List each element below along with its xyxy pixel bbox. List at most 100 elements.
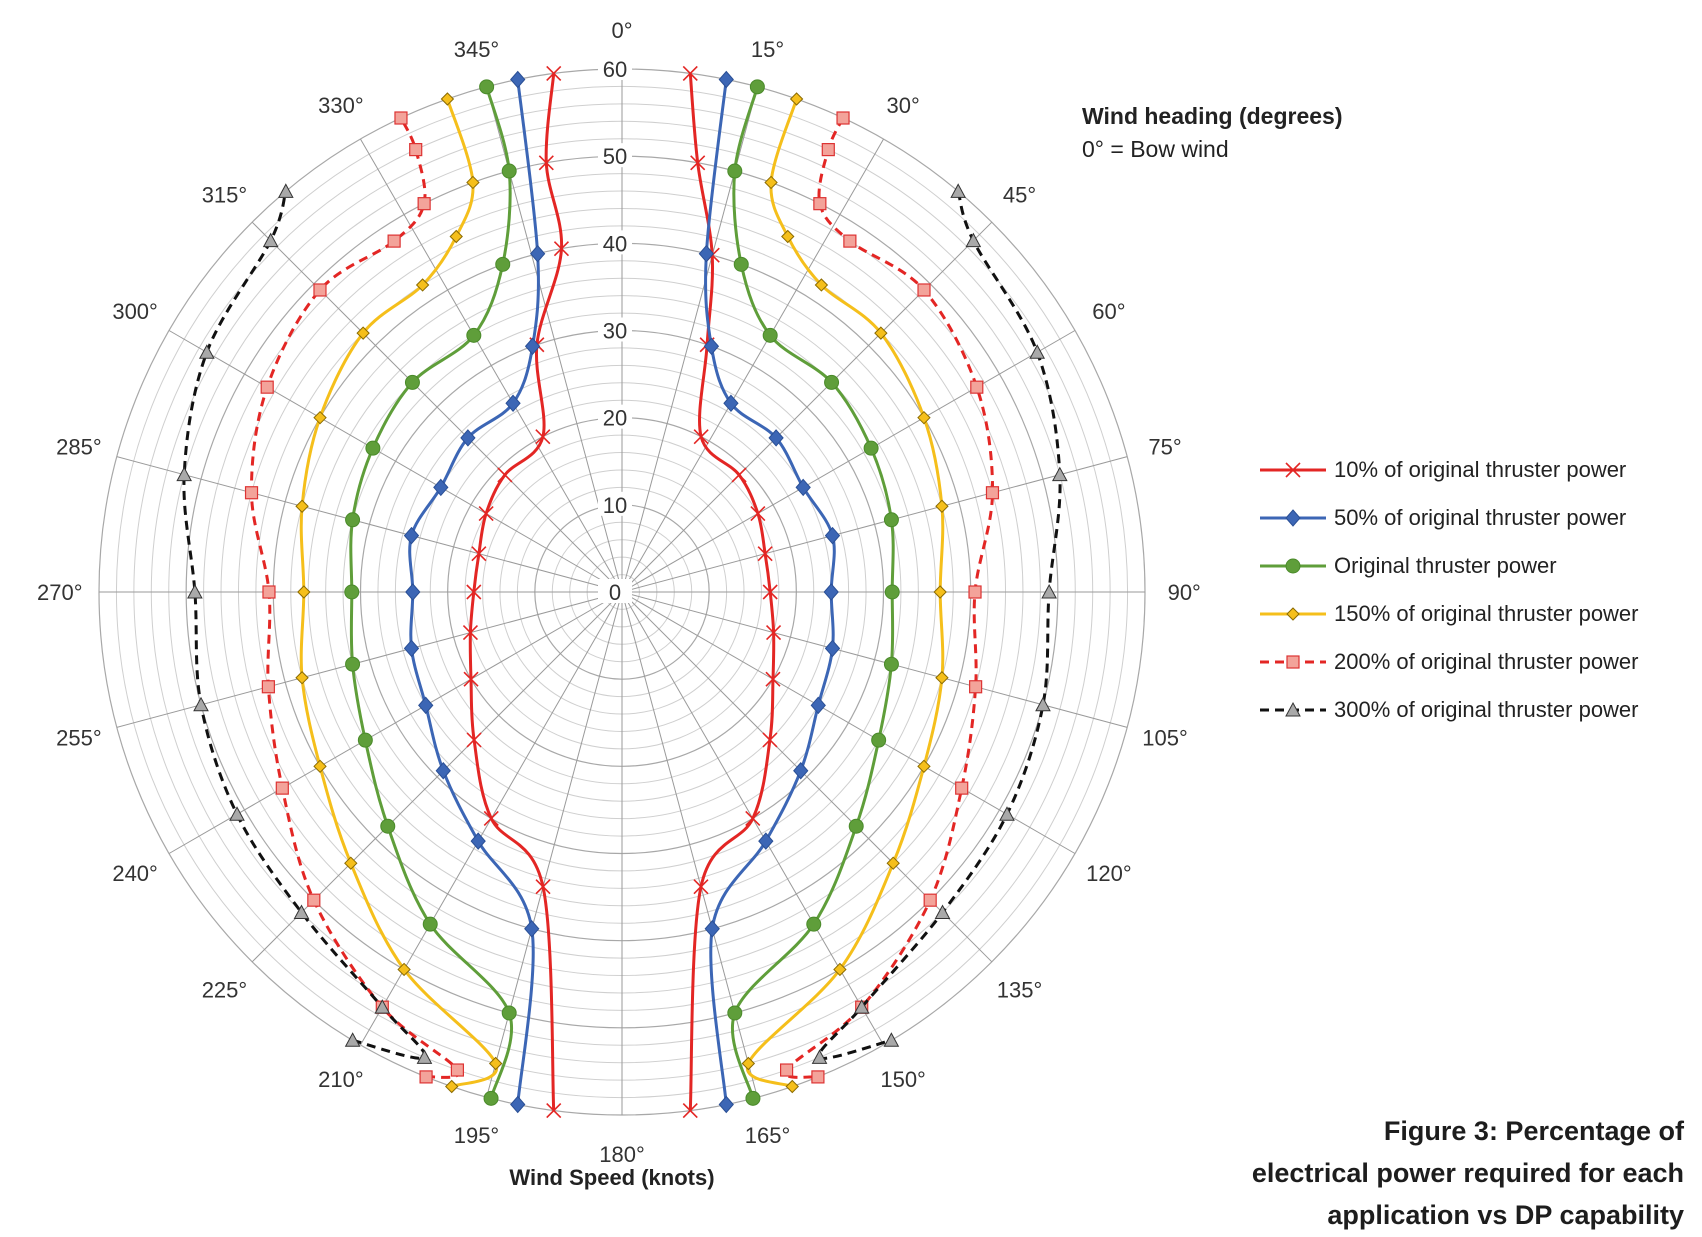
angle-tick-label: 105° — [1142, 726, 1188, 751]
legend-item: 150% of original thruster power — [1258, 590, 1639, 638]
radial-spoke — [621, 330, 1076, 593]
circle-marker — [727, 163, 743, 179]
radial-spoke — [621, 591, 1128, 728]
diamond-marker — [403, 639, 420, 658]
square-marker — [970, 380, 984, 394]
square-marker — [387, 234, 401, 248]
diamond-marker — [917, 759, 931, 774]
angle-tick-label: 150° — [880, 1067, 926, 1092]
x-marker — [466, 732, 482, 748]
legend-swatch — [1260, 655, 1326, 669]
diamond-marker — [781, 229, 795, 244]
x-marker — [478, 505, 494, 522]
diamond-marker — [505, 394, 521, 413]
legend-item: 300% of original thruster power — [1258, 686, 1639, 734]
square-marker — [244, 486, 259, 500]
diamond-marker — [313, 759, 327, 774]
diamond-marker — [698, 244, 715, 263]
diamond-marker — [297, 585, 311, 599]
diamond-marker — [917, 410, 931, 425]
square-marker — [307, 893, 321, 907]
angle-tick-label: 60° — [1092, 299, 1125, 324]
x-marker — [538, 155, 554, 171]
radial-tick-label: 30 — [603, 319, 627, 344]
radial-tick-label: 10 — [603, 493, 627, 518]
angle-tick-label: 210° — [318, 1067, 364, 1092]
x-marker — [750, 505, 766, 522]
diamond-marker — [886, 856, 900, 870]
legend-item: 50% of original thruster power — [1258, 494, 1639, 542]
x-marker — [1285, 462, 1301, 478]
diamond-marker — [824, 526, 841, 545]
triangle-marker — [853, 999, 870, 1014]
x-marker — [535, 879, 551, 895]
triangle-marker — [198, 344, 215, 359]
series-line — [468, 73, 564, 1111]
diamond-marker — [723, 394, 739, 413]
triangle-marker — [374, 999, 391, 1014]
triangle-marker — [187, 583, 203, 599]
square-marker — [1286, 655, 1300, 669]
triangle-marker — [416, 1049, 433, 1064]
square-marker — [779, 1063, 794, 1077]
circle-marker — [727, 1005, 743, 1021]
legend-item: 10% of original thruster power — [1258, 446, 1639, 494]
diamond-marker — [814, 278, 829, 292]
square-marker — [836, 111, 850, 125]
circle-marker — [745, 1090, 761, 1106]
circle-marker — [749, 79, 765, 95]
x-marker — [546, 65, 562, 82]
series-line — [349, 86, 513, 1099]
circle-marker — [483, 1090, 499, 1106]
diamond-marker — [785, 1079, 799, 1094]
diamond-marker — [718, 1095, 734, 1114]
angle-tick-label: 120° — [1086, 861, 1132, 886]
square-marker — [955, 781, 969, 795]
diamond-marker — [935, 671, 949, 685]
diamond-marker — [524, 920, 540, 938]
legend-item: Original thruster power — [1258, 542, 1639, 590]
legend-swatch — [1260, 607, 1326, 621]
diamond-marker — [793, 761, 809, 780]
radial-tick-label: 60 — [603, 57, 627, 82]
x-marker — [765, 671, 781, 687]
square-marker — [968, 585, 982, 599]
square-marker — [821, 143, 835, 157]
series-3 — [344, 79, 900, 1106]
diamond-marker — [823, 583, 839, 601]
angle-tick-label: 345° — [454, 37, 500, 62]
legend-swatch — [1260, 462, 1326, 478]
circle-marker — [863, 440, 879, 456]
radial-tick-label-bg — [598, 404, 632, 429]
circle-marker — [344, 584, 360, 600]
diamond-marker — [295, 671, 309, 685]
square-marker — [261, 680, 275, 694]
legend-label: 200% of original thruster power — [1334, 649, 1639, 674]
x-marker — [462, 625, 479, 641]
triangle-marker — [999, 806, 1015, 821]
series-line — [731, 86, 895, 1099]
diamond-marker — [768, 429, 784, 447]
diamond-marker — [356, 326, 370, 340]
diamond-marker — [488, 1056, 503, 1071]
square-marker — [985, 486, 1000, 500]
wind-heading-note: Wind heading (degrees) 0° = Bow wind — [1082, 100, 1342, 166]
triangle-marker — [1041, 583, 1057, 599]
x-marker — [762, 584, 778, 600]
triangle-marker — [950, 183, 967, 198]
circle-marker — [495, 256, 511, 272]
radial-spoke — [621, 591, 1076, 854]
angle-tick-label: 255° — [56, 726, 102, 751]
x-marker — [483, 810, 499, 827]
diamond-marker — [344, 856, 358, 870]
series-6 — [176, 183, 1068, 1064]
circle-marker — [357, 732, 373, 748]
legend-label: 300% of original thruster power — [1334, 697, 1639, 722]
circle-marker — [479, 79, 495, 95]
square-marker — [917, 283, 931, 297]
circle-marker — [345, 656, 361, 672]
radial-tick-label-bg — [598, 56, 632, 80]
legend-label: 50% of original thruster power — [1334, 505, 1627, 530]
x-marker — [471, 546, 487, 562]
radial-spoke — [621, 591, 758, 1098]
